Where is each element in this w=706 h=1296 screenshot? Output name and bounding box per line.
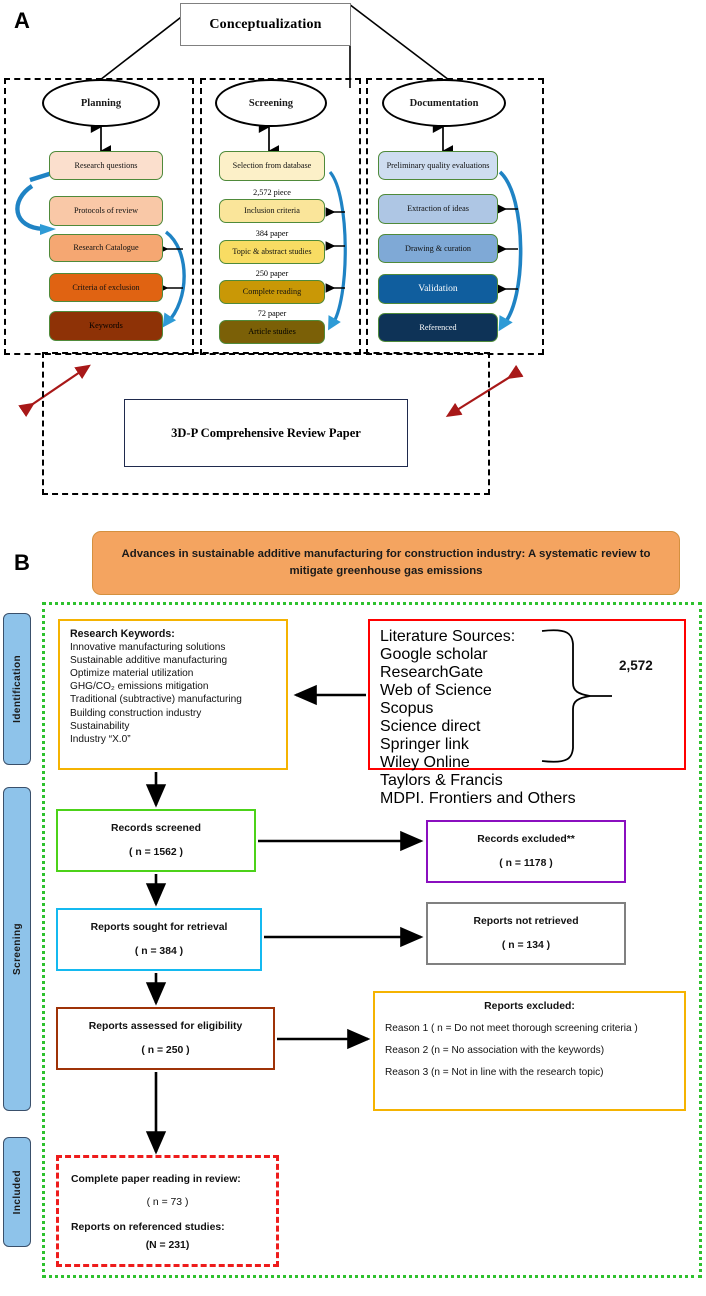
reports-not-retrieved-box: Reports not retrieved ( n = 134 ) (426, 902, 626, 965)
count-384-paper: 384 paper (255, 229, 289, 238)
stage-label-screening: Screening (3, 787, 31, 1111)
source-item: Web of Science (380, 682, 492, 699)
stage-preliminary-quality-evaluations: Preliminary quality evaluations (378, 151, 498, 180)
stage-research-questions: Research questions (49, 151, 163, 180)
records-screened-count: ( n = 1562 ) (129, 847, 183, 858)
included-line-2: ( n = 73 ) (146, 1197, 189, 1208)
source-item: Scopus (380, 700, 434, 717)
stage-protocols-of-review: Protocols of review (49, 196, 163, 226)
count-72-paper: 72 paper (257, 309, 287, 318)
source-item: Springer link (380, 736, 469, 753)
stage-topic-abstract-studies: Topic & abstract studies (219, 240, 325, 264)
stage-complete-reading: Complete reading (219, 280, 325, 304)
stage-extraction-of-ideas: Extraction of ideas (378, 194, 498, 224)
sources-total-count: 2,572 (619, 658, 653, 673)
reports-excluded-box: Reports excluded: Reason 1 ( n = Do not … (373, 991, 686, 1111)
stage-validation: Validation (378, 274, 498, 304)
records-excluded-count: ( n = 1178 ) (499, 858, 553, 869)
stage-research-catalogue: Research Catalogue (49, 234, 163, 262)
stage-criteria-of-exclusion: Criteria of exclusion (49, 273, 163, 302)
source-item: Wiley Online (380, 754, 470, 771)
count-2572-piece: 2,572 piece (253, 188, 291, 197)
reports-assessed-box: Reports assessed for eligibility ( n = 2… (56, 1007, 275, 1070)
literature-sources-heading: Literature Sources: (380, 628, 516, 645)
stage-label-identification-text: Identification (11, 655, 23, 723)
keyword-item: GHG/CO₂ emissions mitigation (70, 681, 209, 693)
reports-sought-count: ( n = 384 ) (134, 946, 184, 957)
reports-not-retrieved-title: Reports not retrieved (473, 916, 579, 927)
stage-label-included: Included (3, 1137, 31, 1247)
source-item: Google scholar (380, 646, 488, 663)
keyword-item: Sustainable additive manufacturing (70, 655, 228, 667)
source-item: Taylors & Francis (380, 772, 503, 789)
keyword-item: Building construction industry (70, 707, 202, 719)
keyword-item: Sustainability (70, 720, 130, 732)
stage-referenced: Referenced (378, 313, 498, 342)
keyword-item: Innovative manufacturing solutions (70, 642, 226, 653)
stage-keywords: Keywords (49, 311, 163, 341)
included-box: Complete paper reading in review: ( n = … (56, 1155, 279, 1267)
ellipse-screening: Screening (215, 79, 327, 127)
reports-assessed-title: Reports assessed for eligibility (88, 1021, 243, 1032)
ellipse-planning: Planning (42, 79, 160, 127)
research-keywords-box: Research Keywords: Innovative manufactur… (58, 619, 288, 770)
reports-sought-box: Reports sought for retrieval ( n = 384 ) (56, 908, 262, 971)
stage-label-identification: Identification (3, 613, 31, 765)
review-paper-box: 3D-P Comprehensive Review Paper (124, 399, 408, 467)
records-screened-title: Records screened (110, 823, 202, 834)
stage-inclusion-criteria: Inclusion criteria (219, 199, 325, 223)
included-line-3: Reports on referenced studies: (71, 1222, 225, 1233)
exclusion-reason: Reason 3 (n = Not in line with the resea… (385, 1067, 604, 1078)
panel-b-letter: B (14, 550, 30, 575)
source-item: ResearchGate (380, 664, 484, 681)
keyword-item: Optimize material utilization (70, 668, 194, 680)
included-line-1: Complete paper reading in review: (71, 1174, 241, 1185)
reports-assessed-count: ( n = 250 ) (141, 1045, 190, 1056)
records-screened-box: Records screened ( n = 1562 ) (56, 809, 256, 872)
review-paper-frame (42, 352, 490, 495)
stage-selection-from-database: Selection from database (219, 151, 325, 181)
reports-not-retrieved-count: ( n = 134 ) (501, 940, 551, 951)
research-keywords-heading: Research Keywords: (70, 628, 175, 640)
conceptualization-box: Conceptualization (180, 3, 351, 46)
ellipse-documentation: Documentation (382, 79, 506, 127)
panel-a-letter: A (14, 8, 30, 33)
records-excluded-box: Records excluded** ( n = 1178 ) (426, 820, 626, 883)
stage-label-screening-text: Screening (11, 923, 23, 975)
panel-b-title: Advances in sustainable additive manufac… (92, 531, 680, 595)
reports-sought-title: Reports sought for retrieval (90, 922, 228, 933)
stage-label-included-text: Included (11, 1169, 23, 1215)
exclusion-reason: Reason 2 (n = No association with the ke… (385, 1045, 605, 1056)
count-250-paper: 250 paper (255, 269, 289, 278)
included-line-4: (N = 231) (145, 1240, 190, 1251)
exclusion-reason: Reason 1 ( n = Do not meet thorough scre… (385, 1023, 638, 1034)
stage-drawing-curation: Drawing & curation (378, 234, 498, 263)
source-item: Science direct (380, 718, 481, 735)
keyword-item: Traditional (subtractive) manufacturing (70, 694, 242, 706)
source-item: MDPI. Frontiers and Others (380, 790, 576, 807)
prisma-frame (42, 602, 702, 1278)
stage-article-studies: Article studies (219, 320, 325, 344)
reports-excluded-heading: Reports excluded: (484, 1001, 575, 1012)
keyword-item: Industry “X.0” (70, 733, 131, 745)
literature-sources-box: Literature Sources: Google scholar Resea… (368, 619, 686, 807)
records-excluded-title: Records excluded** (477, 834, 575, 845)
